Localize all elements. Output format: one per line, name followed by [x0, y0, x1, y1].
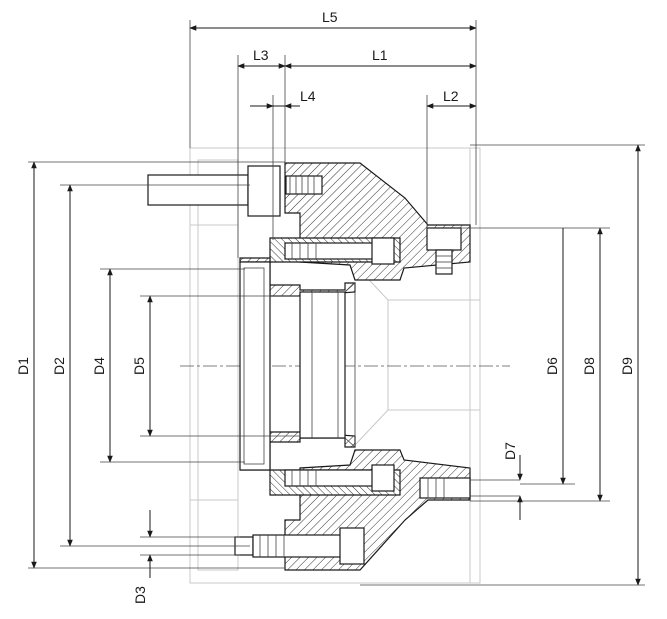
- label-l2: L2: [443, 88, 459, 104]
- label-d3: D3: [132, 586, 148, 604]
- label-d5: D5: [131, 357, 147, 375]
- label-d8: D8: [581, 357, 597, 375]
- screw-right-top: [426, 227, 462, 275]
- label-l3: L3: [253, 47, 269, 63]
- inner-sleeve: [239, 261, 356, 471]
- screw-right-bottom: [419, 477, 520, 499]
- label-l5: L5: [322, 9, 338, 25]
- screw-upper-inner: [284, 237, 395, 265]
- label-d6: D6: [544, 357, 560, 375]
- label-d4: D4: [91, 357, 107, 375]
- label-d9: D9: [619, 357, 635, 375]
- label-l1: L1: [372, 47, 388, 63]
- extension-lines: [28, 144, 645, 586]
- screw-lower-inner: [284, 464, 395, 492]
- label-l4: L4: [300, 88, 316, 104]
- screw-top-left: [147, 165, 323, 217]
- vertical-extension-lines: [189, 20, 477, 258]
- label-d2: D2: [51, 357, 67, 375]
- label-d1: D1: [15, 357, 31, 375]
- label-d7: D7: [502, 442, 518, 460]
- dimension-lines: [31, 25, 641, 586]
